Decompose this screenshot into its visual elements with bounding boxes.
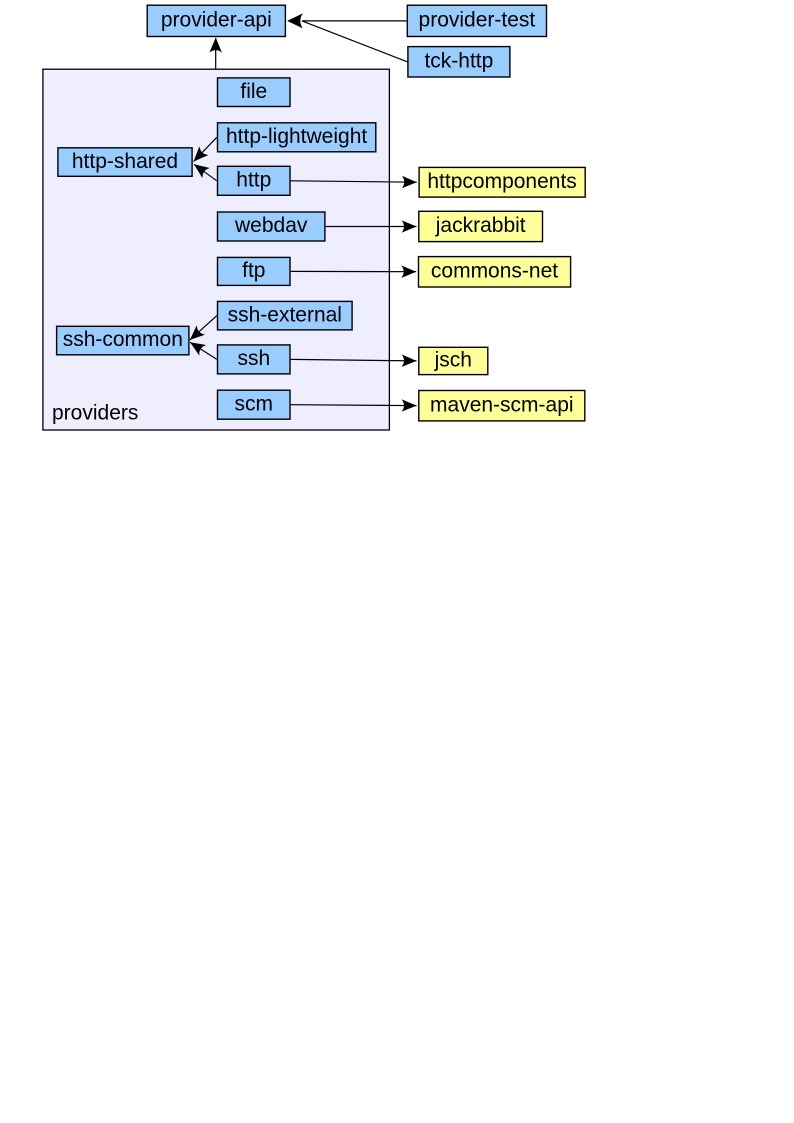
svg-text:httpcomponents: httpcomponents bbox=[427, 170, 576, 193]
svg-text:ssh-common: ssh-common bbox=[63, 328, 183, 351]
svg-text:commons-net: commons-net bbox=[431, 260, 558, 283]
svg-text:ssh-external: ssh-external bbox=[228, 303, 342, 326]
svg-text:http: http bbox=[236, 169, 271, 192]
svg-text:maven-scm-api: maven-scm-api bbox=[430, 393, 574, 416]
svg-text:ftp: ftp bbox=[242, 259, 265, 282]
svg-text:jsch: jsch bbox=[434, 349, 472, 372]
svg-text:providers: providers bbox=[52, 401, 138, 424]
svg-text:webdav: webdav bbox=[234, 214, 308, 237]
svg-text:ssh: ssh bbox=[237, 347, 270, 370]
svg-text:http-shared: http-shared bbox=[72, 150, 178, 173]
svg-text:tck-http: tck-http bbox=[424, 50, 493, 73]
svg-text:jackrabbit: jackrabbit bbox=[435, 214, 526, 237]
svg-text:http-lightweight: http-lightweight bbox=[226, 125, 367, 148]
svg-text:file: file bbox=[240, 80, 267, 103]
svg-text:provider-test: provider-test bbox=[419, 9, 536, 32]
svg-text:provider-api: provider-api bbox=[161, 9, 272, 32]
svg-text:scm: scm bbox=[235, 392, 274, 415]
